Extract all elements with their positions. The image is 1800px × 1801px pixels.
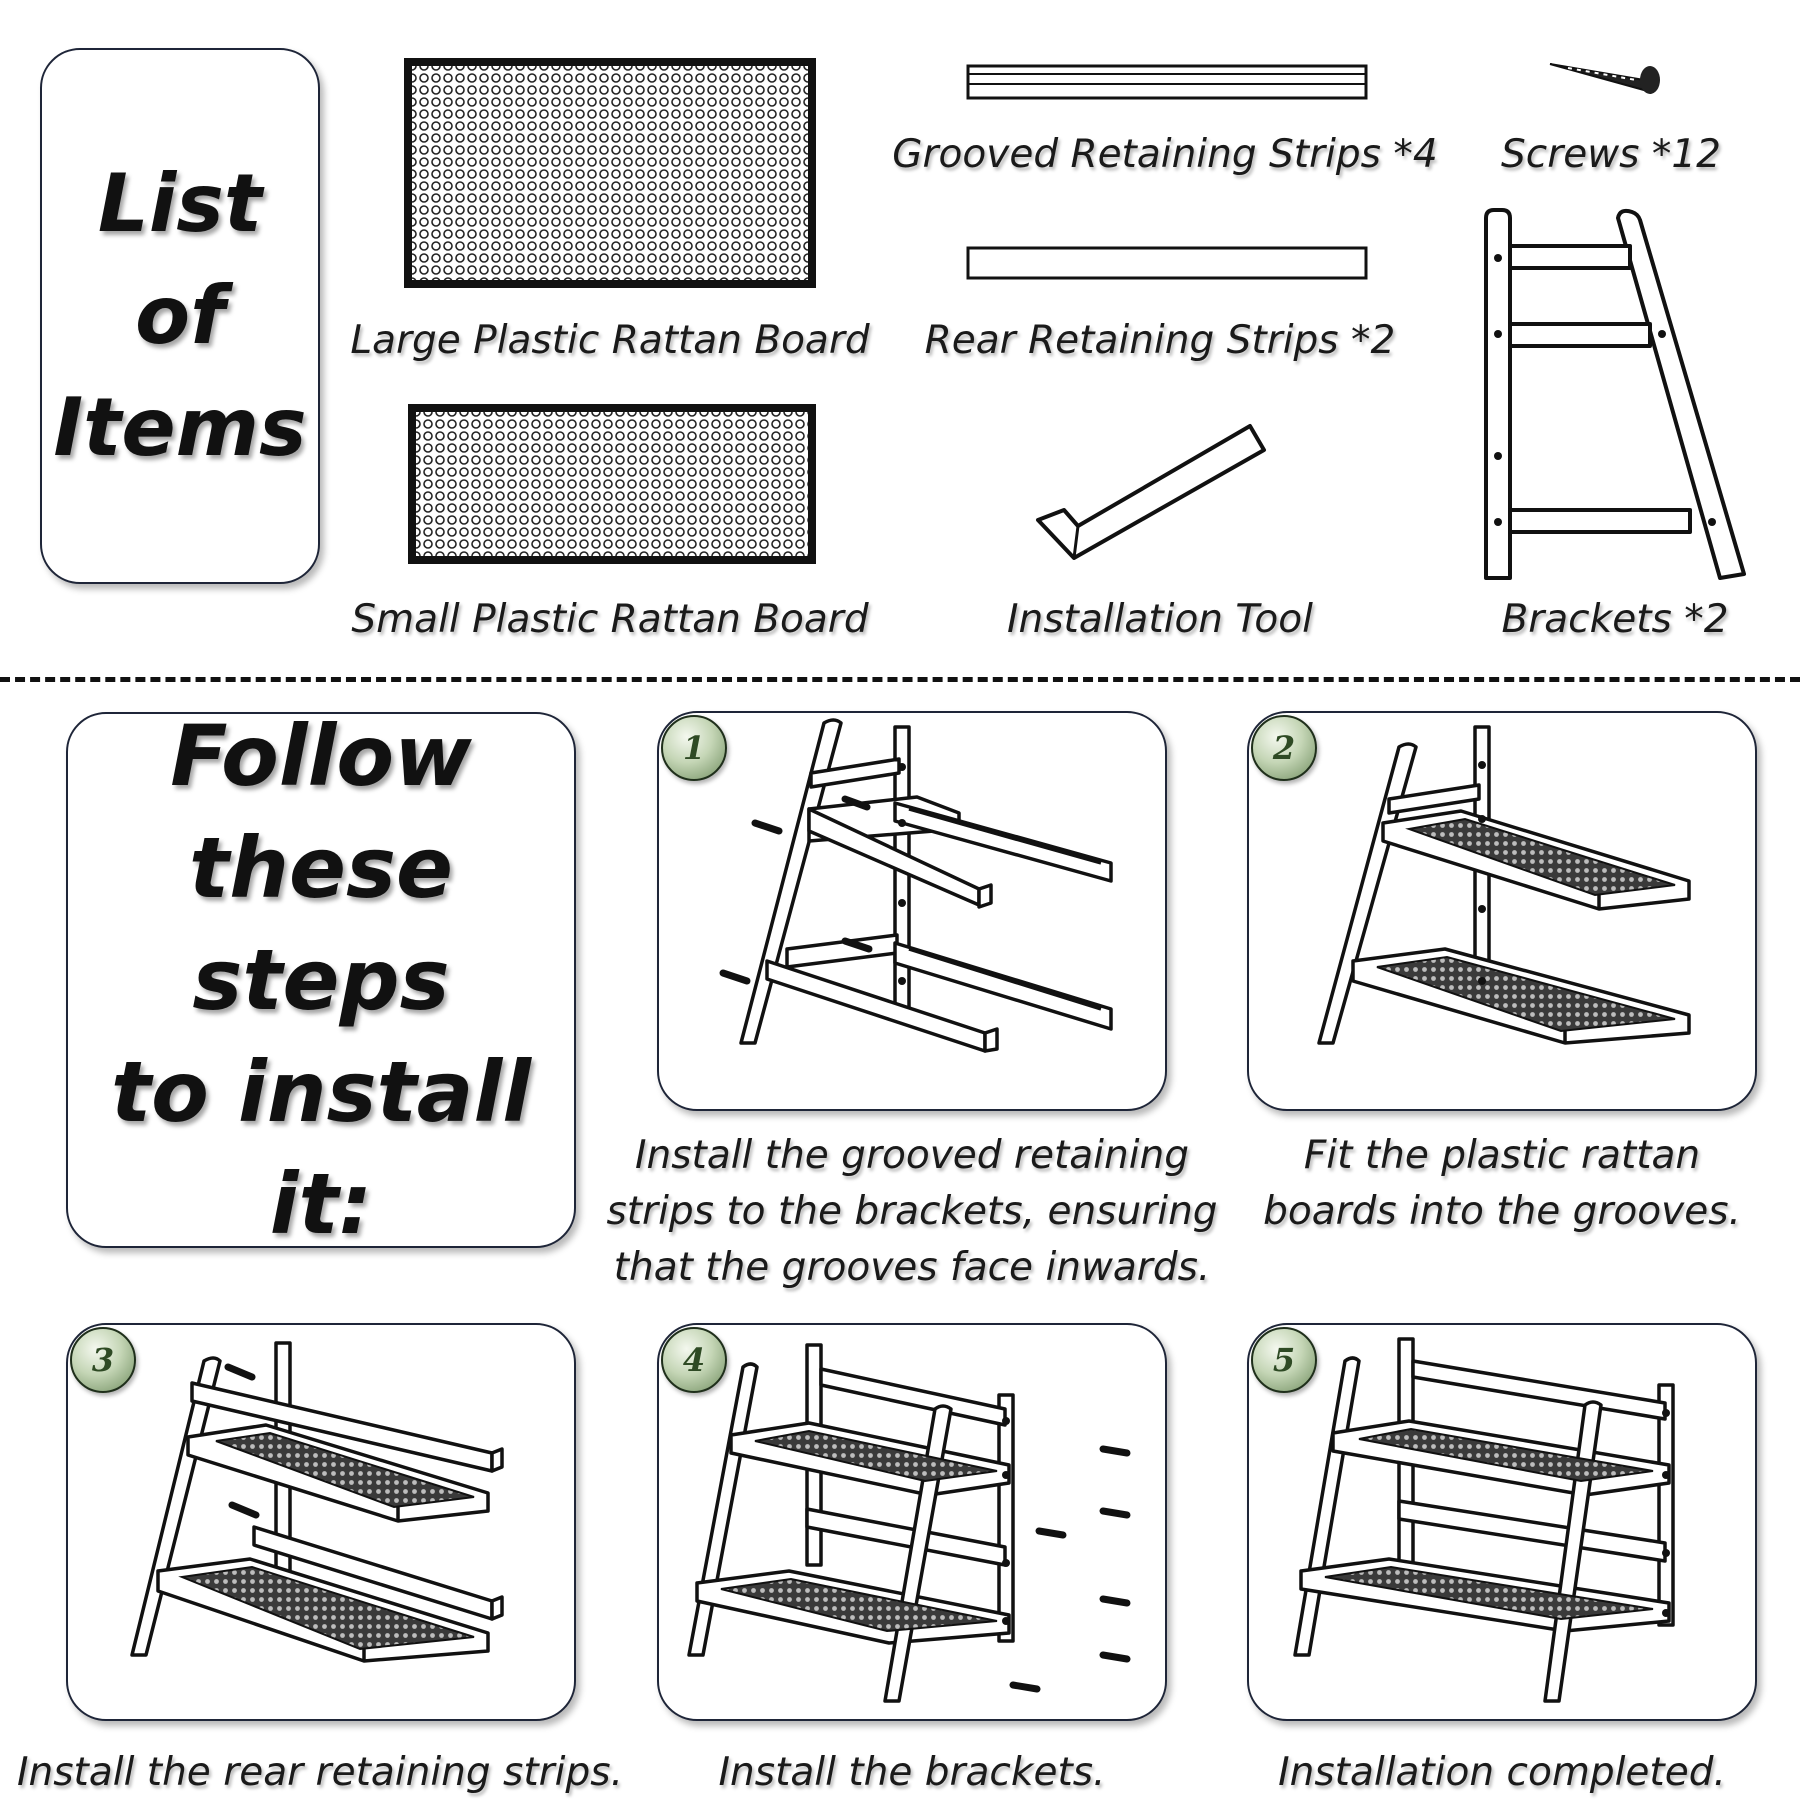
rear-retaining-strip-illustration [966,246,1368,280]
step-4-caption-line-1: Install the brackets. [718,1750,1106,1795]
follow-steps-box: Follow these steps to install it: [66,707,576,1253]
installation-tool-illustration [1036,424,1266,560]
list-heading-line-2: of [135,269,225,362]
bracket-illustration [1484,208,1746,580]
step-3-badge: 3 [70,1327,136,1393]
step-5-caption-line-1: Installation completed. [1278,1750,1726,1795]
step-4-caption: Install the brackets. [600,1745,1224,1801]
section-divider [0,677,1800,682]
brackets-label: Brackets *2 [1501,597,1729,642]
list-heading-line-1: List [97,157,263,250]
step-4-badge: 4 [661,1327,727,1393]
step-4-illustration [687,1343,1131,1703]
large-rattan-board-label: Large Plastic Rattan Board [350,318,870,363]
step-2-caption-line-1: Fit the plastic rattan [1303,1133,1701,1178]
step-5-caption: Installation completed. [1190,1745,1800,1801]
step-2-badge: 2 [1251,715,1317,781]
list-heading-line-3: Items [53,381,307,474]
step-1-caption: Install the grooved retaining strips to … [600,1128,1224,1296]
step-2-caption: Fit the plastic rattan boards into the g… [1190,1128,1800,1240]
small-rattan-board-label: Small Plastic Rattan Board [351,597,869,642]
step-1-caption-line-2: strips to the brackets, ensuring [606,1189,1218,1234]
rear-retaining-strips-label: Rear Retaining Strips *2 [924,318,1396,363]
step-2-panel: 2 [1247,711,1757,1111]
step-4-panel: 4 [657,1323,1167,1721]
step-1-caption-line-1: Install the grooved retaining [634,1133,1190,1178]
step-1-caption-line-3: that the grooves face inwards. [613,1245,1211,1290]
step-1-badge: 1 [661,715,727,781]
steps-heading-line-2: these steps [189,819,453,1029]
steps-heading-line-1: Follow [170,707,472,805]
step-1-illustration [719,718,1113,1053]
step-2-caption-line-2: boards into the grooves. [1263,1189,1741,1234]
step-5-illustration [1293,1337,1675,1703]
screw-icon [1549,63,1660,94]
steps-heading-line-3: to install it: [110,1043,532,1253]
step-5-badge: 5 [1251,1327,1317,1393]
step-3-illustration [130,1341,504,1663]
step-5-panel: 5 [1247,1323,1757,1721]
step-2-illustration [1317,725,1691,1045]
step-3-caption: Install the rear retaining strips. [0,1745,640,1801]
step-3-panel: 3 [66,1323,576,1721]
list-of-items-box: List of Items [40,48,320,584]
grooved-retaining-strips-label: Grooved Retaining Strips *4 [892,132,1438,177]
grooved-retaining-strip-illustration [966,64,1368,100]
step-1-panel: 1 [657,711,1167,1111]
small-rattan-board-illustration [408,404,816,564]
screws-label: Screws *12 [1501,132,1721,177]
large-rattan-board-illustration [404,58,816,288]
installation-tool-label: Installation Tool [1007,597,1313,642]
step-3-caption-line-1: Install the rear retaining strips. [17,1750,623,1795]
